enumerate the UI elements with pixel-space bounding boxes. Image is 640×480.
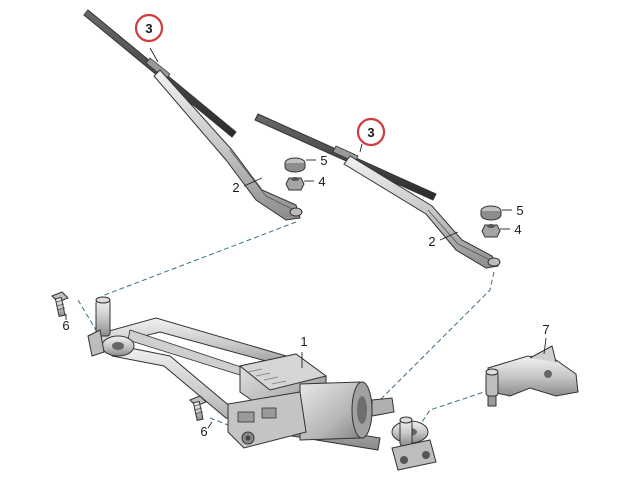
callout-motor: 1 <box>300 334 307 349</box>
nut-right <box>481 224 501 238</box>
bracket <box>485 345 579 407</box>
callout-bolt-left: 6 <box>62 318 69 333</box>
highlight-ring-right <box>356 117 386 147</box>
wiper-motor <box>227 353 395 449</box>
callout-nut-left: 4 <box>318 174 325 189</box>
callout-wiper-arm-right: 2 <box>428 234 435 249</box>
callout-cap-right: 5 <box>516 203 523 218</box>
wiper-arm-left <box>153 69 303 221</box>
callout-wiper-arm-left: 2 <box>232 180 239 195</box>
pivot-right <box>391 416 437 471</box>
wiper-blade-right <box>254 113 437 201</box>
wiper-arm-right <box>343 155 501 269</box>
bolt-left <box>51 291 69 317</box>
cap-right <box>480 205 502 221</box>
callout-wiper-blade-right: 3 <box>367 125 374 140</box>
callout-cap-left: 5 <box>320 153 327 168</box>
callout-wiper-blade-left: 3 <box>145 21 152 36</box>
highlight-ring-left <box>134 13 164 43</box>
callout-bracket: 7 <box>542 322 549 337</box>
callout-bolt-center: 6 <box>200 424 207 439</box>
pivot-left <box>87 296 135 357</box>
cap-left <box>284 157 306 173</box>
bolt-center <box>189 395 207 421</box>
nut-left <box>285 177 305 191</box>
leader-lines <box>65 47 547 429</box>
assembly-leaders <box>77 221 495 429</box>
callout-nut-right: 4 <box>514 222 521 237</box>
wiper-linkage-frame <box>87 296 437 471</box>
